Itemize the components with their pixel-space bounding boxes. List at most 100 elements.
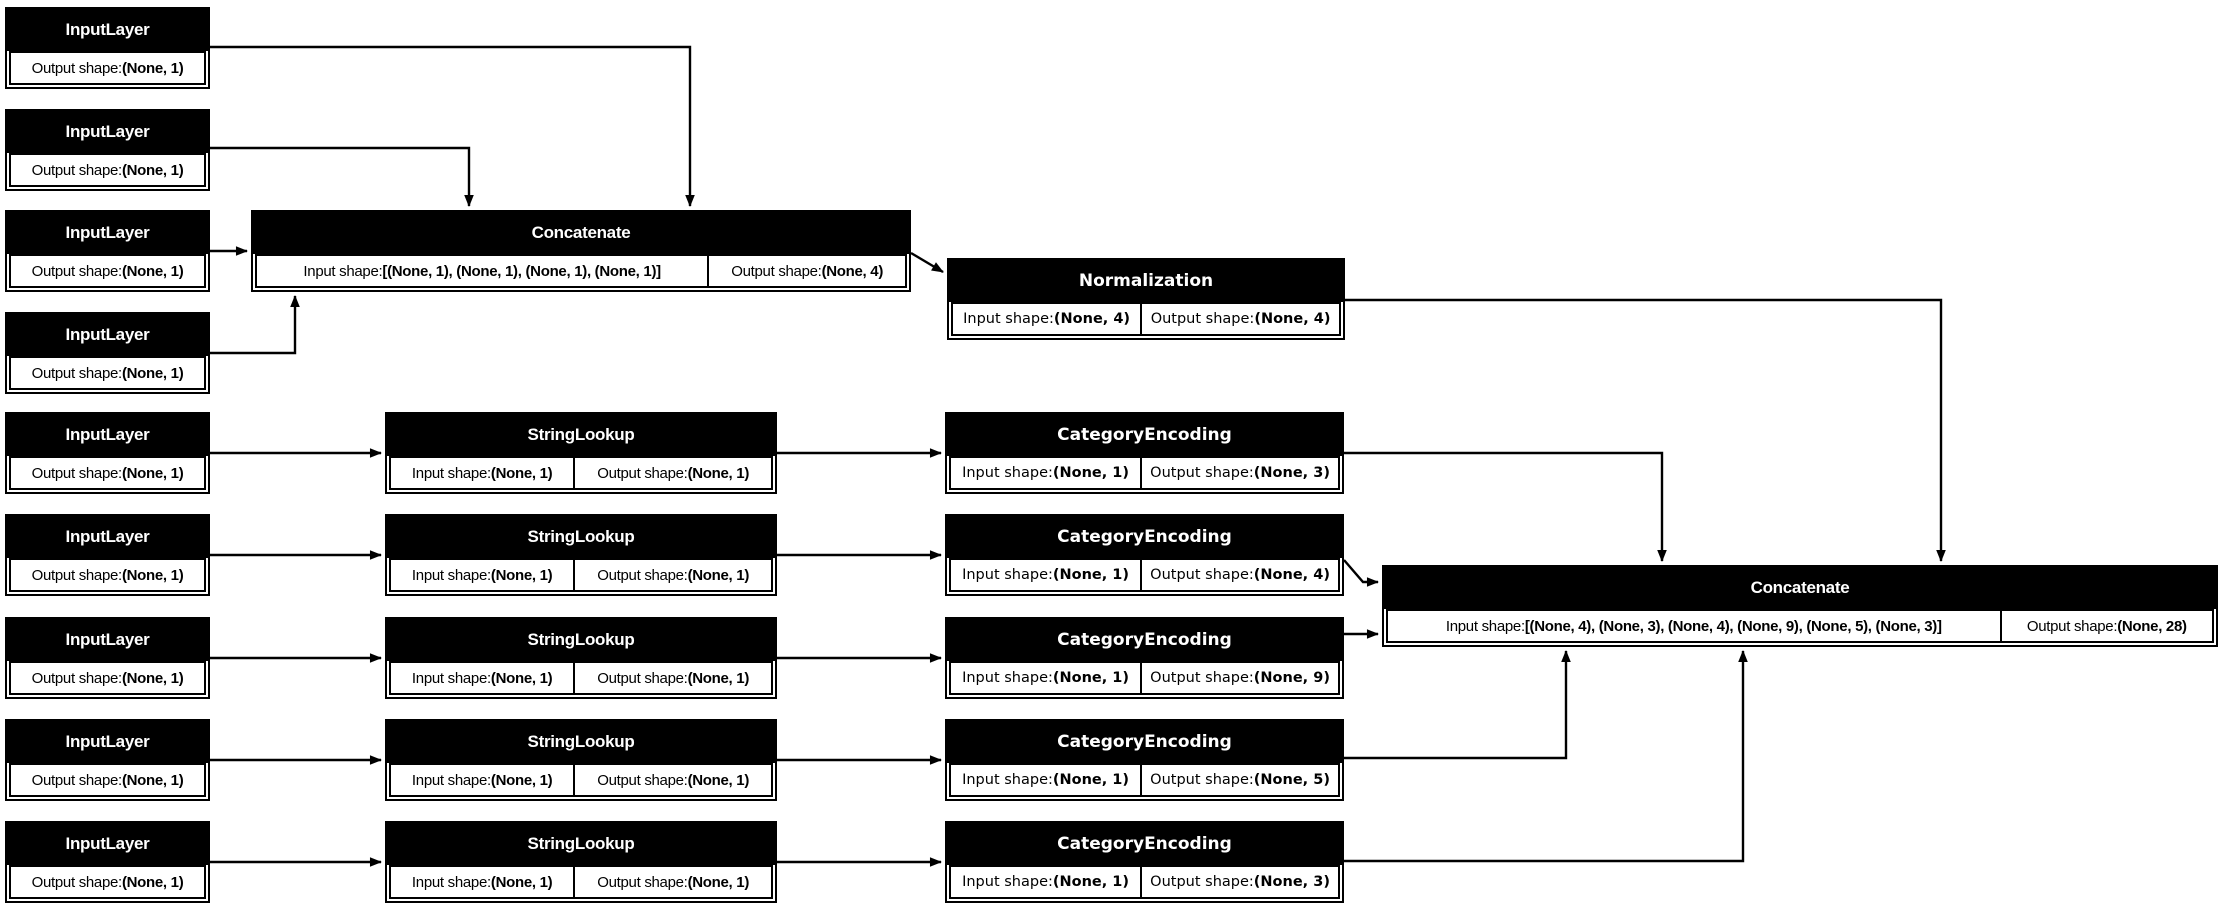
shape-label: Output shape: xyxy=(1150,465,1254,481)
shape-cell-category-encoding-4-1: Output shape: (None, 5) xyxy=(1140,763,1340,797)
shape-label: Output shape: xyxy=(597,464,688,482)
node-title-normalization: Normalization xyxy=(949,260,1343,302)
shape-label: Output shape: xyxy=(31,262,123,280)
shape-value: (None, 1) xyxy=(1052,465,1130,481)
shape-cell-input-layer-6-0: Output shape: (None, 1) xyxy=(9,558,206,592)
node-body-category-encoding-2: Input shape: (None, 1)Output shape: (Non… xyxy=(947,558,1342,594)
shape-label: Input shape: xyxy=(962,567,1053,583)
shape-label: Input shape: xyxy=(411,873,491,891)
shape-cell-input-layer-1-0: Output shape: (None, 1) xyxy=(9,51,206,85)
shape-value: (None, 1) xyxy=(687,873,750,891)
node-title-string-lookup-3: StringLookup xyxy=(387,619,775,661)
shape-label: Output shape: xyxy=(31,771,123,789)
edge-input-layer-1--concatenate-1 xyxy=(210,45,695,207)
node-title-input-layer-4: InputLayer xyxy=(7,314,208,356)
shape-cell-input-layer-9-0: Output shape: (None, 1) xyxy=(9,865,206,899)
shape-value: (None, 1) xyxy=(121,464,184,482)
edge-input-layer-2--concatenate-1 xyxy=(210,146,474,207)
shape-value: (None, 1) xyxy=(1052,670,1130,686)
shape-label: Input shape: xyxy=(962,772,1053,788)
node-body-input-layer-4: Output shape: (None, 1) xyxy=(7,356,208,392)
shape-label: Input shape: xyxy=(411,566,491,584)
shape-cell-category-encoding-3-0: Input shape: (None, 1) xyxy=(949,661,1143,695)
shape-value: (None, 1) xyxy=(490,464,553,482)
node-title-string-lookup-2: StringLookup xyxy=(387,516,775,558)
node-body-input-layer-7: Output shape: (None, 1) xyxy=(7,661,208,697)
shape-label: Input shape: xyxy=(411,464,491,482)
shape-value: (None, 4) xyxy=(821,262,884,280)
shape-cell-category-encoding-2-1: Output shape: (None, 4) xyxy=(1140,558,1340,592)
shape-label: Output shape: xyxy=(1150,311,1255,327)
shape-cell-string-lookup-1-1: Output shape: (None, 1) xyxy=(573,456,773,490)
node-title-category-encoding-3: CategoryEncoding xyxy=(947,619,1342,661)
edge-normalization--concatenate-2 xyxy=(1345,298,1946,562)
shape-label: Input shape: xyxy=(411,669,491,687)
node-title-input-layer-9: InputLayer xyxy=(7,823,208,865)
shape-cell-input-layer-7-0: Output shape: (None, 1) xyxy=(9,661,206,695)
shape-cell-category-encoding-1-1: Output shape: (None, 3) xyxy=(1140,456,1340,490)
shape-label: Output shape: xyxy=(731,262,822,280)
shape-value: (None, 3) xyxy=(1253,465,1330,481)
shape-cell-string-lookup-2-1: Output shape: (None, 1) xyxy=(573,558,773,592)
shape-cell-input-layer-3-0: Output shape: (None, 1) xyxy=(9,254,206,288)
shape-value: (None, 1) xyxy=(121,566,184,584)
node-title-string-lookup-4: StringLookup xyxy=(387,721,775,763)
shape-label: Output shape: xyxy=(31,161,123,179)
shape-label: Output shape: xyxy=(31,873,123,891)
shape-cell-string-lookup-4-0: Input shape: (None, 1) xyxy=(389,763,576,797)
shape-value: (None, 1) xyxy=(1052,874,1130,890)
node-body-category-encoding-3: Input shape: (None, 1)Output shape: (Non… xyxy=(947,661,1342,697)
node-title-input-layer-2: InputLayer xyxy=(7,111,208,153)
shape-label: Output shape: xyxy=(31,669,123,687)
edge-category-encoding-5--concatenate-2 xyxy=(1344,650,1748,863)
shape-label: Input shape: xyxy=(411,771,491,789)
shape-cell-string-lookup-5-0: Input shape: (None, 1) xyxy=(389,865,576,899)
shape-label: Output shape: xyxy=(597,669,688,687)
node-body-input-layer-5: Output shape: (None, 1) xyxy=(7,456,208,492)
shape-cell-category-encoding-5-0: Input shape: (None, 1) xyxy=(949,865,1143,899)
node-body-string-lookup-4: Input shape: (None, 1)Output shape: (Non… xyxy=(387,763,775,799)
shape-cell-input-layer-5-0: Output shape: (None, 1) xyxy=(9,456,206,490)
shape-cell-category-encoding-5-1: Output shape: (None, 3) xyxy=(1140,865,1340,899)
node-body-category-encoding-4: Input shape: (None, 1)Output shape: (Non… xyxy=(947,763,1342,799)
node-body-normalization: Input shape: (None, 4)Output shape: (Non… xyxy=(949,302,1343,338)
shape-value: (None, 1) xyxy=(490,566,553,584)
shape-value: (None, 28) xyxy=(2117,617,2187,635)
shape-value: (None, 1) xyxy=(490,873,553,891)
edge-category-encoding-2--concatenate-2 xyxy=(1343,559,1379,587)
node-title-input-layer-7: InputLayer xyxy=(7,619,208,661)
shape-cell-normalization-1: Output shape: (None, 4) xyxy=(1140,302,1341,336)
shape-label: Output shape: xyxy=(597,771,688,789)
shape-label: Output shape: xyxy=(597,873,688,891)
shape-value: (None, 1) xyxy=(121,364,184,382)
shape-label: Input shape: xyxy=(962,670,1053,686)
shape-label: Output shape: xyxy=(597,566,688,584)
node-title-input-layer-3: InputLayer xyxy=(7,212,208,254)
shape-cell-category-encoding-3-1: Output shape: (None, 9) xyxy=(1140,661,1340,695)
shape-cell-category-encoding-1-0: Input shape: (None, 1) xyxy=(949,456,1143,490)
shape-value: (None, 4) xyxy=(1254,311,1331,327)
shape-cell-input-layer-8-0: Output shape: (None, 1) xyxy=(9,763,206,797)
shape-cell-string-lookup-3-0: Input shape: (None, 1) xyxy=(389,661,576,695)
node-title-string-lookup-5: StringLookup xyxy=(387,823,775,865)
node-title-input-layer-1: InputLayer xyxy=(7,9,208,51)
shape-value: (None, 1) xyxy=(121,771,184,789)
node-body-concatenate-2: Input shape: [(None, 4), (None, 3), (Non… xyxy=(1384,609,2216,645)
shape-value: [(None, 4), (None, 3), (None, 4), (None,… xyxy=(1524,617,1942,635)
shape-value: (None, 1) xyxy=(490,669,553,687)
shape-label: Output shape: xyxy=(31,464,123,482)
node-body-category-encoding-1: Input shape: (None, 1)Output shape: (Non… xyxy=(947,456,1342,492)
shape-label: Input shape: xyxy=(303,262,383,280)
